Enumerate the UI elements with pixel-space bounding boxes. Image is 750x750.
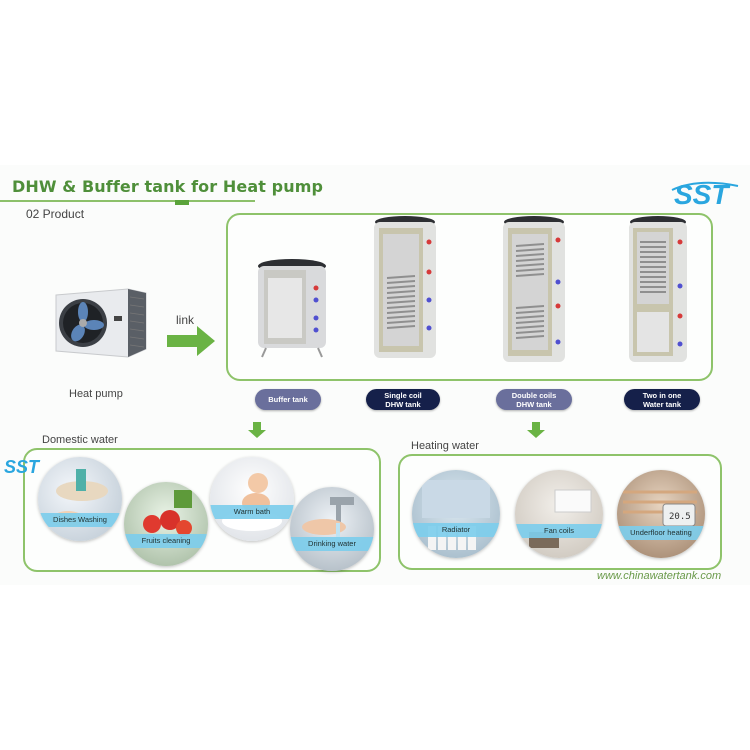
svg-text:20.5: 20.5	[669, 512, 691, 522]
two-in-one-tank-image	[629, 216, 687, 362]
website-url: www.chinawatertank.com	[597, 570, 722, 582]
radiator-image: Radiator	[412, 470, 500, 558]
svg-text:SST: SST	[4, 457, 41, 477]
title-underline	[0, 200, 255, 202]
tank-label-buffer: Buffer tank	[255, 389, 321, 410]
fruits-cleaning-caption: Fruits cleaning	[124, 534, 208, 548]
domestic-water-heading: Domestic water	[42, 434, 118, 446]
heating-water-heading: Heating water	[411, 440, 479, 452]
double-coils-tank-image	[503, 216, 565, 362]
arrow-down-heating	[527, 422, 545, 438]
buffer-tank-image	[258, 259, 326, 358]
drinking-water-image: Drinking water	[290, 487, 374, 571]
dishes-washing-image: Dishes Washing	[38, 457, 122, 541]
underfloor-heating-caption: Underfloor heating	[617, 526, 705, 540]
heat-pump-image	[55, 288, 147, 358]
fan-coils-image: Fan coils	[515, 470, 603, 558]
link-label: link	[176, 313, 195, 327]
sst-logo-small: SST	[4, 457, 41, 477]
warm-bath-caption: Warm bath	[210, 505, 294, 519]
section-subtitle: 02 Product	[26, 207, 85, 221]
sst-logo: SST	[671, 179, 739, 210]
drinking-water-caption: Drinking water	[290, 537, 374, 551]
link-arrow	[167, 326, 215, 356]
single-coil-tank-image	[374, 216, 436, 358]
arrow-down-domestic	[248, 422, 266, 438]
fan-coils-caption: Fan coils	[515, 524, 603, 538]
underfloor-heating-image: 20.5 Underfloor heating	[617, 470, 705, 558]
title-underline-accent	[175, 200, 189, 205]
fruits-cleaning-image: Fruits cleaning	[124, 482, 208, 566]
radiator-caption: Radiator	[412, 523, 500, 537]
dishes-washing-caption: Dishes Washing	[38, 513, 122, 527]
warm-bath-image: Warm bath	[210, 457, 294, 541]
page-title: DHW & Buffer tank for Heat pump	[12, 177, 324, 196]
heat-pump-label: Heat pump	[69, 388, 123, 400]
